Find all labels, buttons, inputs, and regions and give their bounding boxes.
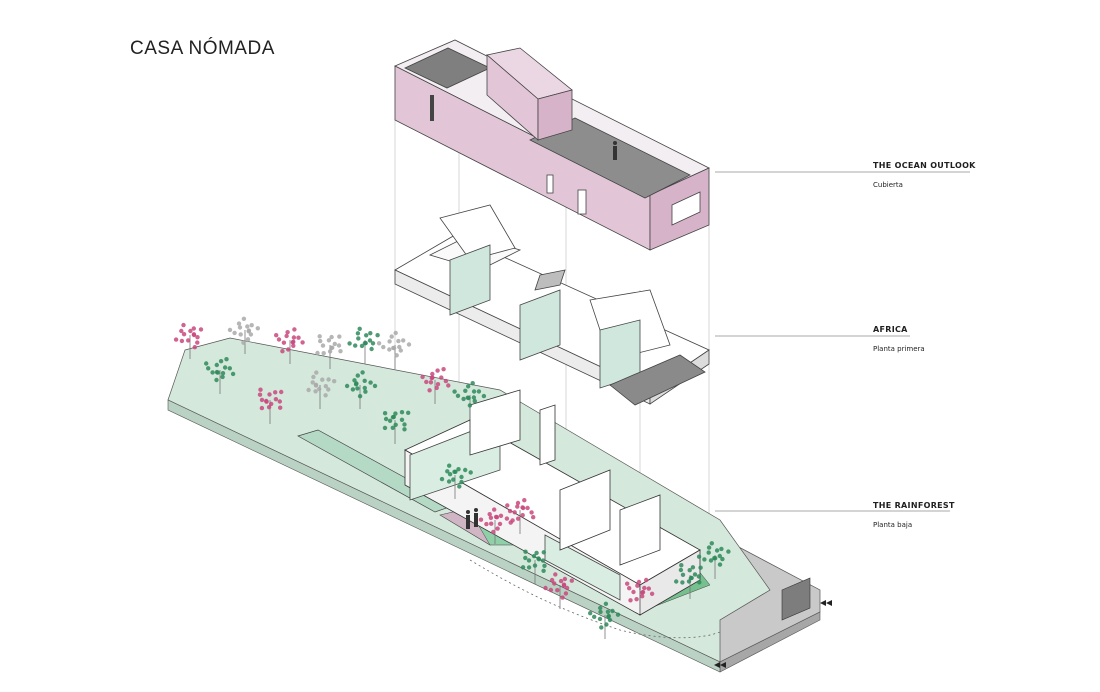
tree: [173, 322, 204, 359]
tree: [315, 334, 343, 369]
page-title: CASA NÓMADA: [130, 38, 275, 59]
tree: [505, 498, 536, 534]
tree: [347, 326, 380, 364]
level-subtitle-ground-floor: Planta baja: [873, 521, 913, 529]
ground-floor-building: [404, 389, 701, 616]
tree: [420, 367, 451, 404]
tree: [382, 410, 411, 444]
roof-ocean-outlook: [394, 39, 710, 251]
tree: [674, 563, 703, 599]
people: [466, 141, 617, 529]
tree: [439, 463, 473, 499]
level-subtitle-first-floor: Planta primera: [873, 345, 925, 353]
tree: [344, 370, 378, 409]
tree: [625, 577, 655, 614]
tree: [520, 549, 547, 584]
tree: [452, 381, 487, 419]
trees: [173, 316, 731, 639]
leader-lines: [715, 171, 970, 512]
entrance-arrows: [714, 600, 832, 668]
first-floor-africa: [394, 204, 710, 406]
level-name-ground-floor: THE RAINFOREST: [873, 501, 955, 510]
garden-path: [469, 559, 721, 639]
tree: [588, 601, 621, 639]
tree: [543, 572, 574, 609]
tree: [204, 357, 236, 394]
tree: [376, 330, 412, 369]
tree: [227, 316, 260, 354]
tree: [257, 387, 284, 424]
level-name-roof: THE OCEAN OUTLOOK: [873, 161, 976, 170]
tree: [696, 541, 731, 579]
stair: [534, 269, 566, 291]
garden-plot-front: [167, 399, 721, 673]
tree: [274, 327, 305, 364]
level-subtitle-roof: Cubierta: [873, 181, 903, 189]
level-name-first-floor: AFRICA: [873, 325, 908, 334]
tree: [306, 370, 337, 409]
garage-box: [781, 577, 811, 621]
balcony: [609, 354, 706, 406]
